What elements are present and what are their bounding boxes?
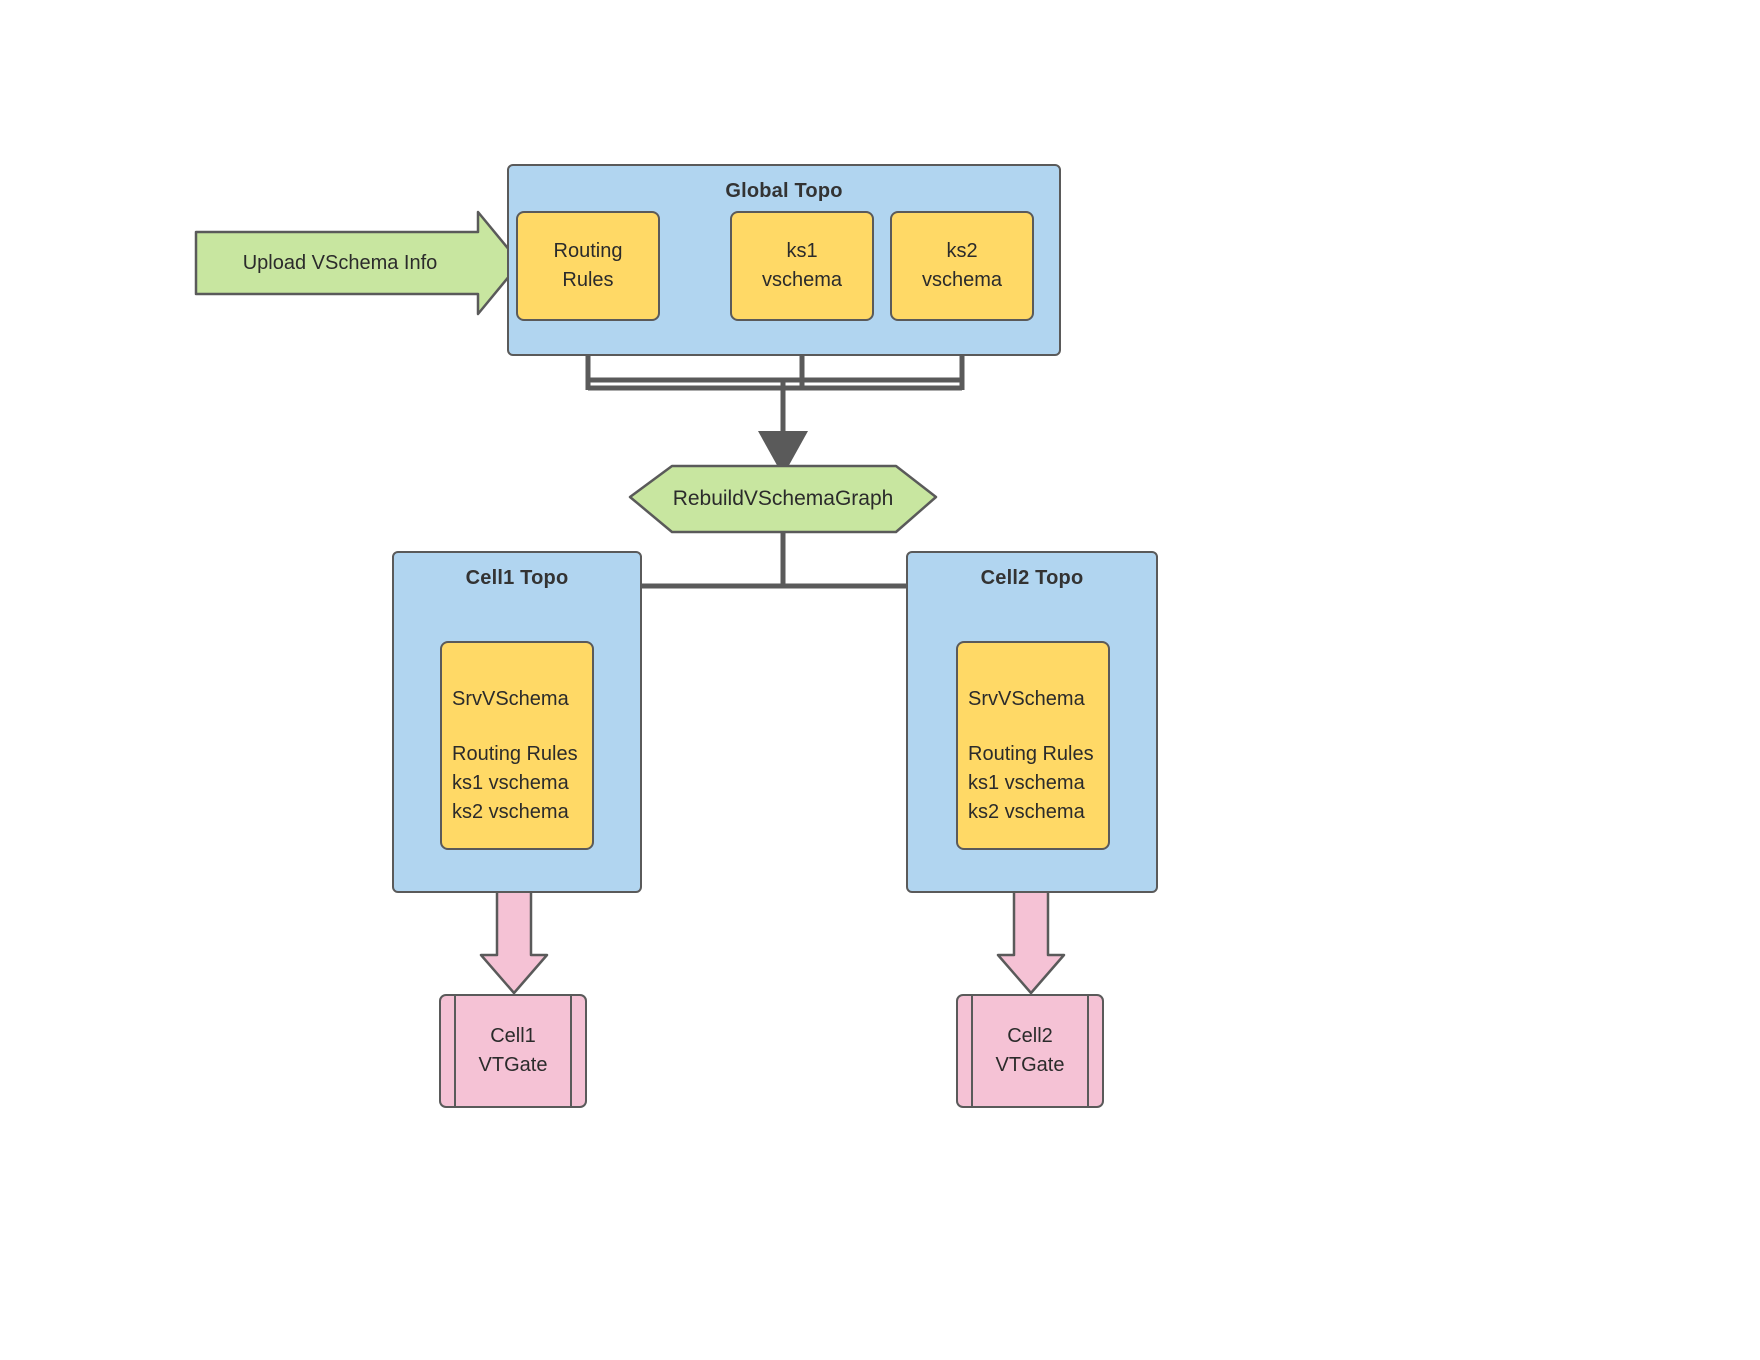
global-store-routing-rules[interactable]: Routing Rules [516, 211, 660, 321]
cell2-topo-title: Cell2 Topo [980, 567, 1084, 589]
cell1-srv-vschema-box[interactable]: SrvVSchema Routing Rules ks1 vschema ks2… [440, 641, 594, 850]
global-store-ks1-vschema[interactable]: ks1 vschema [730, 211, 874, 321]
rebuild-vschema-graph-shape [628, 464, 938, 534]
cell1-srv-vschema-heading: SrvVSchema [452, 688, 569, 710]
cell2-vtgate[interactable]: Cell2 VTGate [956, 994, 1104, 1108]
global-store-ks2-vschema-label: ks2 vschema [921, 240, 1003, 291]
cell2-vtgate-label: Cell2 VTGate [995, 1025, 1065, 1076]
cell2-srv-vschema-box[interactable]: SrvVSchema Routing Rules ks1 vschema ks2… [956, 641, 1110, 850]
cell1-srv-vschema-items: Routing Rules ks1 vschema ks2 vschema [452, 743, 578, 823]
global-store-ks2-vschema[interactable]: ks2 vschema [890, 211, 1034, 321]
cell2-srv-vschema-items: Routing Rules ks1 vschema ks2 vschema [968, 743, 1094, 823]
upload-vschema-arrow-shape [194, 210, 522, 316]
cell2-srv-vschema-heading: SrvVSchema [968, 688, 1085, 710]
global-store-ks1-vschema-label: ks1 vschema [761, 240, 843, 291]
cell1-topo-title: Cell1 Topo [465, 567, 569, 589]
cell1-vtgate-label: Cell1 VTGate [478, 1025, 548, 1076]
global-store-routing-rules-label: Routing Rules [553, 240, 623, 291]
global-topo-title: Global Topo [725, 180, 843, 202]
cell1-vtgate[interactable]: Cell1 VTGate [439, 994, 587, 1108]
